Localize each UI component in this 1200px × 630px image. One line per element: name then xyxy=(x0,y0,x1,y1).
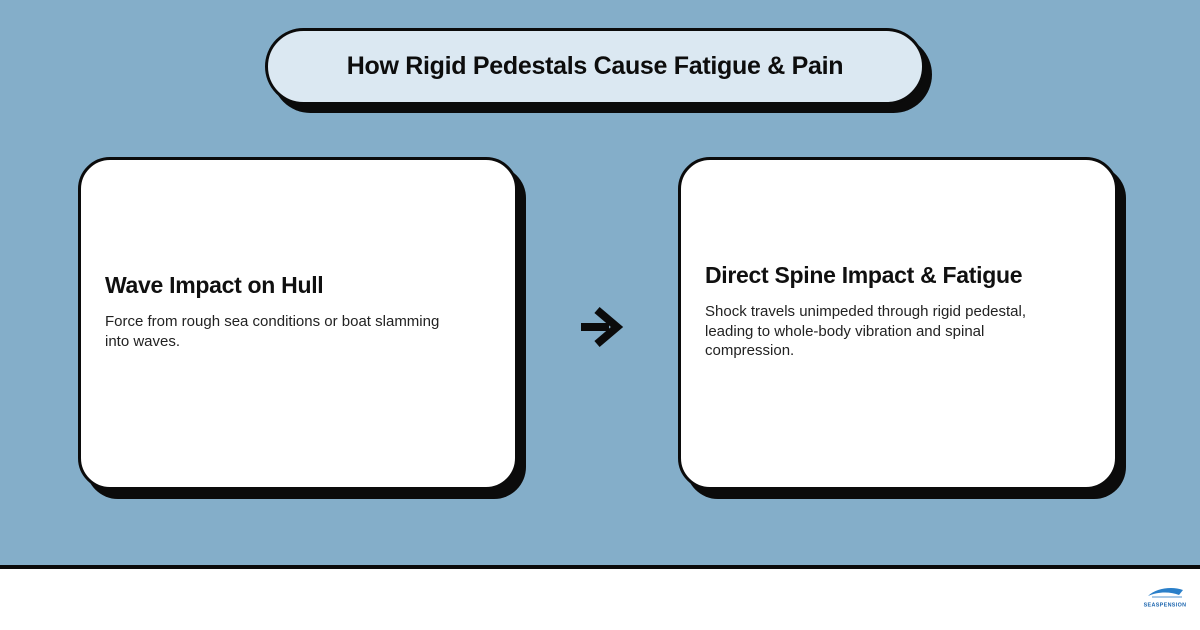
right-arrow-icon xyxy=(577,302,627,352)
card-wave-impact: Wave Impact on Hull Force from rough sea… xyxy=(78,157,518,490)
footer-bar: SEASPENSION xyxy=(0,565,1200,630)
card-title: Wave Impact on Hull xyxy=(105,272,324,298)
page-title: How Rigid Pedestals Cause Fatigue & Pain xyxy=(346,52,844,80)
card-title: Direct Spine Impact & Fatigue xyxy=(705,262,1023,289)
seaspension-logo: SEASPENSION xyxy=(1140,585,1190,609)
card-body: Force from rough sea conditions or boat … xyxy=(105,313,440,350)
boat-icon: SEASPENSION xyxy=(1144,588,1187,609)
title-pill: How Rigid Pedestals Cause Fatigue & Pain xyxy=(265,28,925,105)
card-body: Shock travels unimpeded through rigid pe… xyxy=(705,303,1027,360)
card-spine-impact: Direct Spine Impact & Fatigue Shock trav… xyxy=(678,157,1118,490)
brand-name: SEASPENSION xyxy=(1144,603,1187,609)
